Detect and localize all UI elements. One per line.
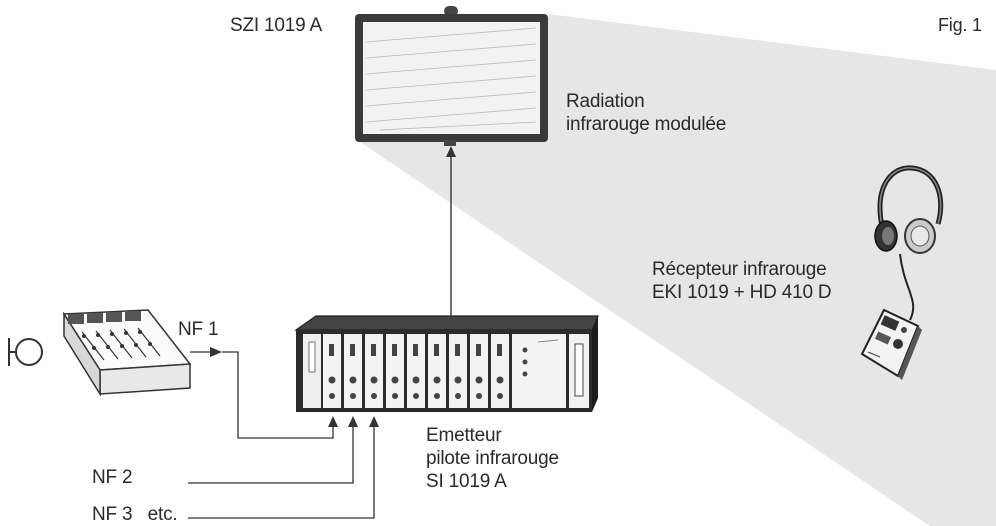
nf2-signal-path xyxy=(188,416,358,484)
panel-model-label: SZI 1019 A xyxy=(230,15,323,36)
nf1-signal-path xyxy=(190,347,338,439)
emitter-label-line2: pilote infrarouge xyxy=(426,448,559,469)
radiation-label: Radiation infrarouge modulée xyxy=(566,90,726,136)
receiver-label-line1: Récepteur infrarouge xyxy=(652,259,827,280)
emitter-label-line1: Emetteur xyxy=(426,425,502,446)
emitter-label-line3: SI 1019 A xyxy=(426,471,507,492)
input-nf3-label: NF 3 etc. xyxy=(92,503,178,526)
microphone-icon xyxy=(8,338,43,366)
receiver-label-line2: EKI 1019 + HD 410 D xyxy=(652,282,832,303)
input-nf2-label: NF 2 xyxy=(92,467,133,488)
radiation-label-line1: Radiation xyxy=(566,91,645,112)
headphones-icon xyxy=(874,165,944,321)
mixing-console-icon xyxy=(62,309,192,397)
radiation-label-line2: infrarouge modulée xyxy=(566,114,727,135)
input-nf3-etc-label: etc. xyxy=(147,504,178,525)
receiver-icon xyxy=(860,308,922,380)
figure-number-label: Fig. 1 xyxy=(938,15,982,35)
emitter-rack-icon xyxy=(294,315,599,412)
input-nf3-label-text: NF 3 xyxy=(92,504,133,525)
rack-module xyxy=(323,334,341,408)
input-nf1-label: NF 1 xyxy=(178,319,219,340)
receiver-label: Récepteur infrarouge EKI 1019 + HD 410 D xyxy=(652,258,832,304)
infrared-radiator-icon xyxy=(355,6,548,146)
signal-arrow-up xyxy=(446,146,456,318)
emitter-label: Emetteur pilote infrarouge SI 1019 A xyxy=(426,424,559,493)
nf3-signal-path xyxy=(188,416,379,519)
